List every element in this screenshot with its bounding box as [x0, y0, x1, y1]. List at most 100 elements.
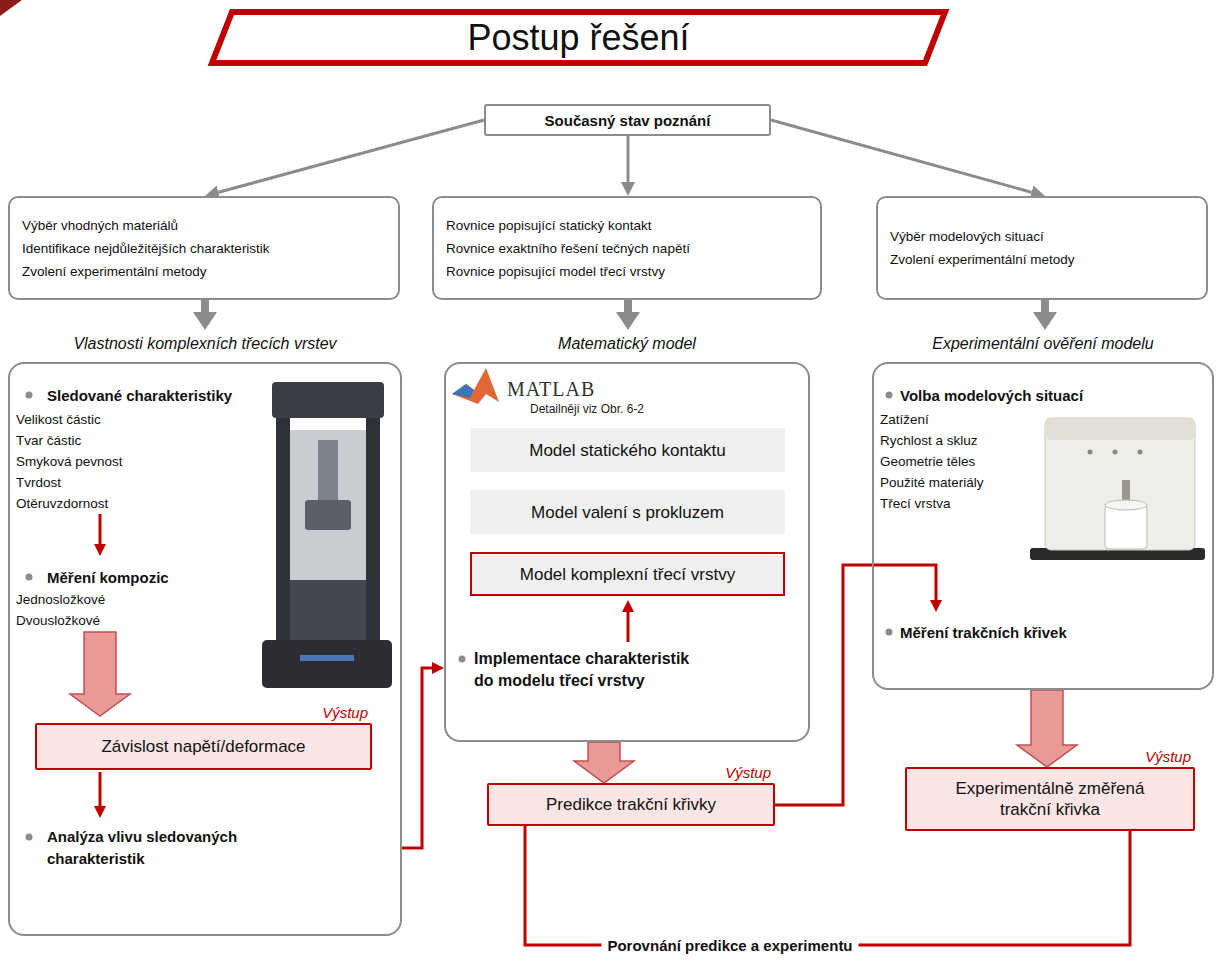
node-text: Rychlost a skluz: [880, 432, 978, 449]
node-text: Velikost částic: [16, 411, 101, 428]
output-tag: Výstup: [1145, 748, 1191, 766]
model-box: Model valení s prokluzem: [470, 490, 785, 534]
machine-chamber: [290, 430, 366, 580]
node-text: Sledované charakteristiky: [47, 386, 232, 405]
node-text: Model komplexní třecí vrstvy: [484, 564, 771, 585]
node-text: Zvolení experimentální metody: [890, 251, 1194, 268]
node-text: Smyková pevnost: [16, 453, 123, 470]
output-arrow: [70, 632, 130, 716]
node-text: MATLAB: [507, 377, 595, 401]
topic-box: Výběr vhodných materiálůIdentifikace nej…: [8, 196, 400, 300]
matlab-logo: [452, 384, 474, 398]
bullet: [886, 392, 893, 399]
section-panel: Experimentální ověření modeluVolba model…: [872, 330, 1214, 690]
machine-piston: [318, 440, 338, 500]
output-arrow: [1017, 690, 1077, 767]
node-text: Identifikace nejdůležitějších charakteri…: [22, 240, 386, 257]
machine-stripe: [300, 655, 354, 661]
section-panel: Vlastnosti komplexních třecích vrstevSle…: [8, 330, 402, 936]
connector: [219, 120, 484, 192]
output-box: VýstupExperimentálně změřená trakční kři…: [905, 767, 1195, 831]
panel-heading: Vlastnosti komplexních třecích vrstev: [8, 334, 402, 354]
panel-heading: Experimentální ověření modelu: [872, 334, 1214, 354]
node-text: Otěruvzdornost: [16, 495, 108, 512]
node-text: Měření trakčních křivek: [900, 623, 1067, 642]
node-text: Volba modelových situací: [900, 386, 1083, 405]
bullet: [26, 574, 33, 581]
connector: [771, 120, 1032, 192]
node-text: Výběr vhodných materiálů: [22, 217, 386, 234]
bullet: [26, 834, 33, 841]
panel-heading: Matematický model: [444, 334, 810, 354]
node-text: Model statického kontaktu: [482, 440, 773, 461]
node-text: Zatížení: [880, 411, 929, 428]
node-text: Detailněji viz Obr. 6-2: [530, 402, 644, 417]
connector: [525, 826, 1130, 945]
bullet: [886, 629, 893, 636]
connector: [201, 300, 209, 312]
node-text: Rovnice popisující model třecí vrstvy: [446, 263, 808, 280]
node-text: Model valení s prokluzem: [482, 502, 773, 523]
tribometer-light: [1088, 450, 1093, 455]
connector: [402, 668, 432, 848]
node-text: Tvrdost: [16, 474, 61, 491]
node-text: Použité materiály: [880, 474, 984, 491]
output-arrow: [574, 742, 634, 783]
title-banner: [212, 12, 945, 63]
model-box: Model statického kontaktu: [470, 428, 785, 472]
output-box: VýstupPredikce trakční křivky: [487, 783, 775, 826]
node-text: Zvolení experimentální metody: [22, 263, 386, 280]
arrow-head: [94, 544, 106, 556]
flow-arrow: [99, 772, 102, 806]
node-text: Závislost napětí/deformace: [49, 736, 358, 757]
corner-mark: [0, 0, 22, 16]
output-tag: Výstup: [322, 704, 368, 722]
node-text: Rovnice exaktního řešení tečných napětí: [446, 240, 808, 257]
node-text: Jednosložkové: [16, 591, 105, 608]
node-text: Analýza vlivu sledovaných charakteristik: [47, 826, 279, 870]
connector: [624, 300, 632, 312]
bullet: [26, 392, 33, 399]
connector: [1041, 300, 1049, 312]
title-text: Postup řešení: [212, 12, 945, 63]
panel-frame: [8, 362, 402, 936]
source-box: Současný stav poznání: [484, 104, 771, 136]
output-tag: Výstup: [725, 764, 771, 782]
flow-arrow: [99, 514, 102, 544]
node-text: Třecí vrstva: [880, 495, 951, 512]
bullet: [459, 656, 466, 663]
node-text: Měření kompozic: [47, 568, 169, 587]
section-panel: Matematický modelMATLABDetailněji viz Ob…: [444, 330, 810, 742]
tribometer-light: [1113, 450, 1118, 455]
edge-label: Porovnání predikce a experimentu: [601, 935, 858, 956]
machine-column: [276, 418, 290, 648]
node-text: Tvar částic: [16, 432, 81, 449]
arrow-head: [622, 600, 634, 612]
node-text: Současný stav poznání: [498, 111, 757, 130]
arrow-head: [94, 806, 106, 818]
machine-head: [272, 382, 384, 418]
flow-arrow: [872, 565, 936, 600]
matlab-logo: [452, 368, 499, 404]
node-text: Geometrie těles: [880, 453, 975, 470]
topic-box: Výběr modelových situacíZvolení experime…: [876, 196, 1208, 300]
node-text: Rovnice popisující statický kontakt: [446, 217, 808, 234]
machine-base: [262, 640, 392, 688]
machine-cell: [305, 500, 351, 530]
node-text: Dvousložkové: [16, 612, 100, 629]
machine-body: [290, 580, 366, 640]
topic-box: Rovnice popisující statický kontaktRovni…: [432, 196, 822, 300]
tribometer-body: [1045, 418, 1195, 550]
arrow-head: [930, 600, 942, 612]
flow-arrow: [627, 612, 630, 642]
machine-column: [366, 418, 380, 648]
node-text: Výběr modelových situací: [890, 228, 1194, 245]
tribometer-cylinder: [1105, 505, 1147, 549]
connector: [775, 565, 872, 805]
tribometer-light: [1138, 450, 1143, 455]
node-text: Predikce trakční křivky: [501, 794, 761, 815]
tribometer-cylinder: [1105, 500, 1147, 510]
model-box: Model komplexní třecí vrstvy: [470, 552, 785, 596]
